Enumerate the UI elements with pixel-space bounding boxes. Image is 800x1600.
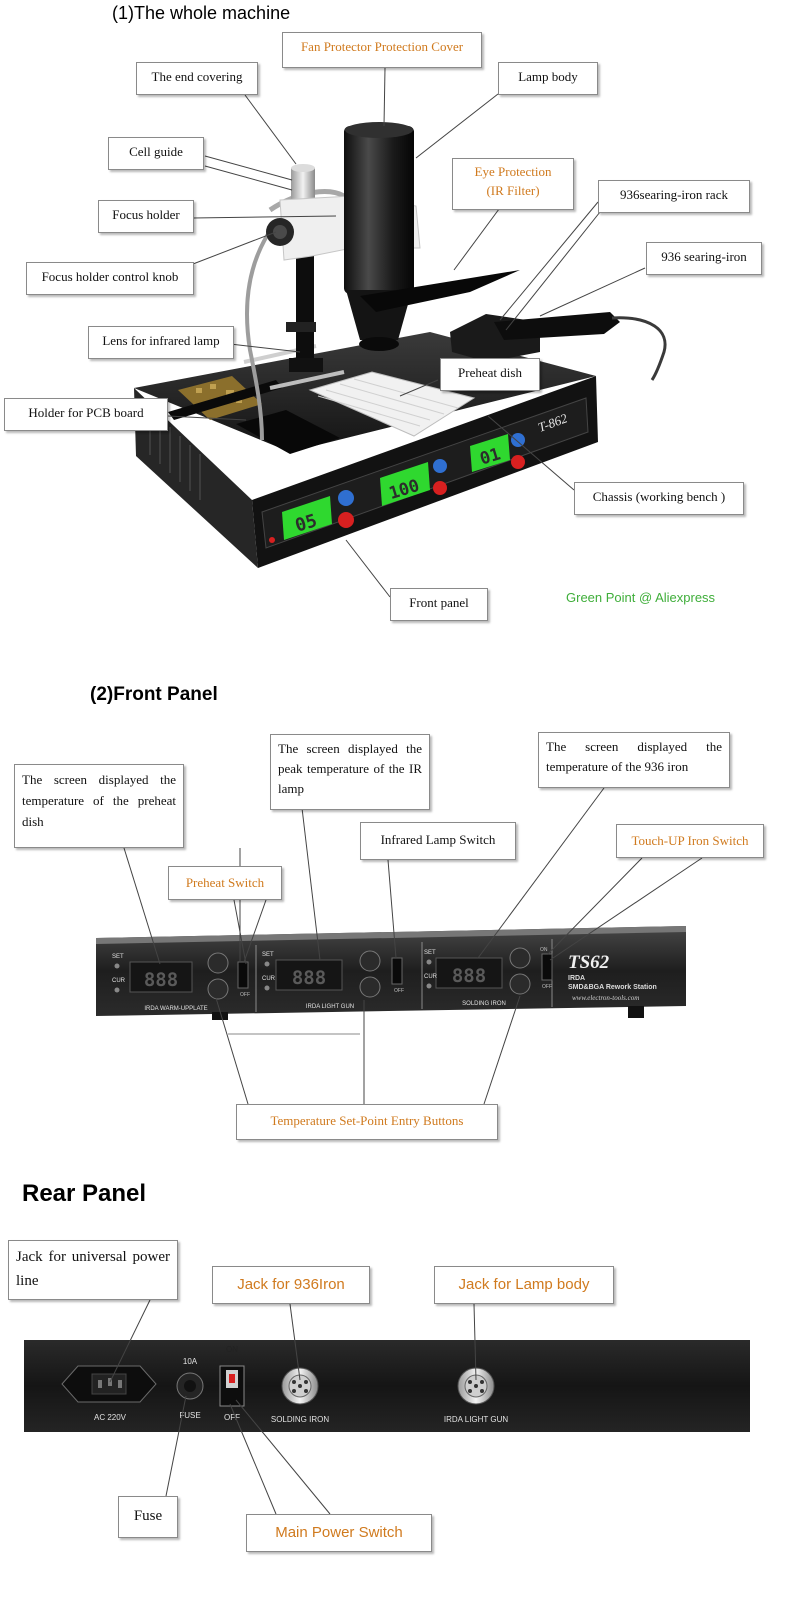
callout-touchup-switch: Touch-UP Iron Switch [616, 824, 764, 858]
rear-on-label: ON [226, 1345, 238, 1354]
callout-main-switch: Main Power Switch [246, 1514, 432, 1552]
chassis-red-button-1 [338, 512, 354, 528]
rear-fuse-label: FUSE [179, 1411, 200, 1420]
iron-cable [611, 316, 667, 381]
panel-button-down-2 [359, 976, 381, 998]
callout-cell-guide: Cell guide [108, 137, 204, 170]
panel-display-ir-value: 888 [292, 967, 326, 989]
callout-preheat-display: The screen displayed the temperature of … [14, 764, 184, 848]
panel-cur-label-2: CUR [262, 976, 276, 982]
panel-off-label-2: OFF [394, 988, 404, 994]
chassis-blue-button-3 [511, 433, 525, 447]
credit-text: Green Point @ Aliexpress [566, 590, 716, 605]
panel-button-up-1 [207, 952, 229, 974]
chassis-red-button-2 [433, 481, 447, 495]
rear-panel-illustration: AC 220V 10A FUSE ON OFF SOLDING IRON IRD… [24, 1340, 750, 1432]
chassis-left-side [134, 388, 258, 568]
panel-brand-sub1: IRDA [568, 975, 585, 982]
panel-display-preheat [129, 961, 193, 993]
rear-ac-label: AC 220V [94, 1413, 127, 1422]
panel-switch-preheat [237, 961, 249, 989]
panel-set-label-2: SET [262, 952, 274, 958]
callout-focus-holder: Focus holder [98, 200, 194, 233]
panel-switch-ir [391, 957, 403, 985]
panel-brand-sub2: SMD&BGA Rework Station [568, 984, 657, 991]
panel-brand-url: www.electron-tools.com [572, 994, 639, 1002]
callout-pcb-holder: Holder for PCB board [4, 398, 168, 431]
panel-button-down-3 [509, 973, 531, 995]
section2-leaders [123, 787, 703, 1105]
rear-lamp-label: IRDA LIGHT GUN [444, 1415, 509, 1424]
section1-leaders [167, 67, 646, 598]
panel-section-label-1: IRDA WARM-UPPLATE [144, 1006, 207, 1012]
panel-off-label-3: OFF [542, 984, 552, 990]
callout-preheat-dish: Preheat dish [440, 358, 540, 391]
searing-iron [494, 312, 620, 340]
chassis-display-1 [282, 496, 332, 540]
ir-filter [360, 270, 520, 312]
rear-iron-label: SOLDING IRON [271, 1415, 329, 1424]
callout-focus-knob: Focus holder control knob [26, 262, 194, 295]
section1-heading: (1)The whole machine [112, 3, 291, 23]
section3-leaders [109, 1299, 477, 1515]
callout-lamp-jack: Jack for Lamp body [434, 1266, 614, 1304]
callout-iron-jack: Jack for 936Iron [212, 1266, 370, 1304]
rear-fuse-rating: 10A [183, 1357, 198, 1366]
panel-switch-iron [541, 953, 553, 981]
callout-iron-rack: 936searing-iron rack [598, 180, 750, 213]
callout-fuse: Fuse [118, 1496, 178, 1538]
machine-illustration: 05 100 01 T-862 [134, 122, 667, 568]
callout-preheat-switch: Preheat Switch [168, 866, 282, 900]
panel-set-label-1: SET [112, 954, 124, 960]
callout-chassis: Chassis (working bench ) [574, 482, 744, 515]
gooseneck-light [244, 226, 274, 441]
panel-set-label-3: SET [424, 950, 436, 956]
chassis-display-2 [380, 462, 430, 506]
chassis-red-button-3 [511, 455, 525, 469]
panel-cur-label-3: CUR [424, 974, 438, 980]
callout-ir-peak: The screen displayed the peak temperatur… [270, 734, 430, 810]
panel-button-up-3 [509, 947, 531, 969]
section2-heading: (2)Front Panel [90, 684, 218, 705]
chassis-blue-button-1 [338, 490, 354, 506]
preheat-dish [308, 371, 476, 437]
panel-display-ir [275, 959, 343, 991]
callout-ir-switch: Infrared Lamp Switch [360, 822, 516, 860]
chassis-blue-button-2 [433, 459, 447, 473]
panel-off-label-1: OFF [240, 992, 250, 998]
callout-fan-cover: Fan Protector Protection Cover [282, 32, 482, 68]
panel-section-label-2: IRDA LIGHT GUN [306, 1004, 354, 1010]
rear-off-label: OFF [224, 1413, 240, 1422]
callout-front-panel: Front panel [390, 588, 488, 621]
section3-heading: Rear Panel [22, 1180, 147, 1207]
panel-section-label-3: SOLDING IRON [462, 1001, 506, 1007]
panel-display-preheat-value: 888 [144, 969, 178, 991]
callout-eye-protection-line2: (IR Filter) [486, 182, 540, 198]
callout-eye-protection-line1: Eye Protection [474, 164, 552, 179]
callout-lens: Lens for infrared lamp [88, 326, 234, 359]
callout-lamp-body: Lamp body [498, 62, 598, 95]
callout-end-covering: The end covering [136, 62, 258, 95]
panel-button-up-2 [359, 950, 381, 972]
callout-iron-temp: The screen displayed the temperature of … [538, 732, 730, 788]
callout-searing-iron: 936 searing-iron [646, 242, 762, 275]
panel-display-iron [435, 957, 503, 989]
panel-brand: TS62 [568, 952, 610, 973]
chassis-display-3 [470, 434, 510, 472]
pcb-rail-front [168, 380, 282, 420]
callout-power-jack: Jack for universal power line [8, 1240, 178, 1300]
callout-eye-protection: Eye Protection (IR Filter) [452, 158, 574, 210]
panel-cur-label-1: CUR [112, 978, 126, 984]
panel-display-iron-value: 888 [452, 965, 486, 987]
panel-on-label-3: ON [540, 947, 548, 953]
front-panel-illustration: 888 888 888 SET CUR SET CUR SET CUR ON O… [96, 926, 686, 1035]
lamp-body [344, 126, 414, 294]
panel-button-down-1 [207, 978, 229, 1000]
callout-setpoint-buttons: Temperature Set-Point Entry Buttons [236, 1104, 498, 1140]
